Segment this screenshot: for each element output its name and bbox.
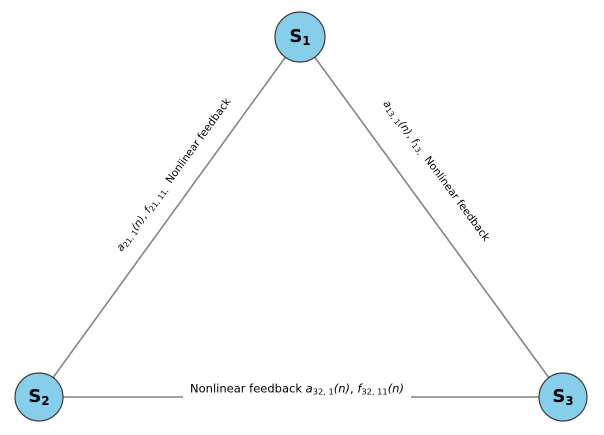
node-s1-circle <box>274 11 326 63</box>
node-s2-circle <box>14 372 64 422</box>
node-s3-circle <box>538 372 588 422</box>
edge-s1-s3-line <box>299 36 564 398</box>
edge-s2-s1-line <box>38 36 301 398</box>
